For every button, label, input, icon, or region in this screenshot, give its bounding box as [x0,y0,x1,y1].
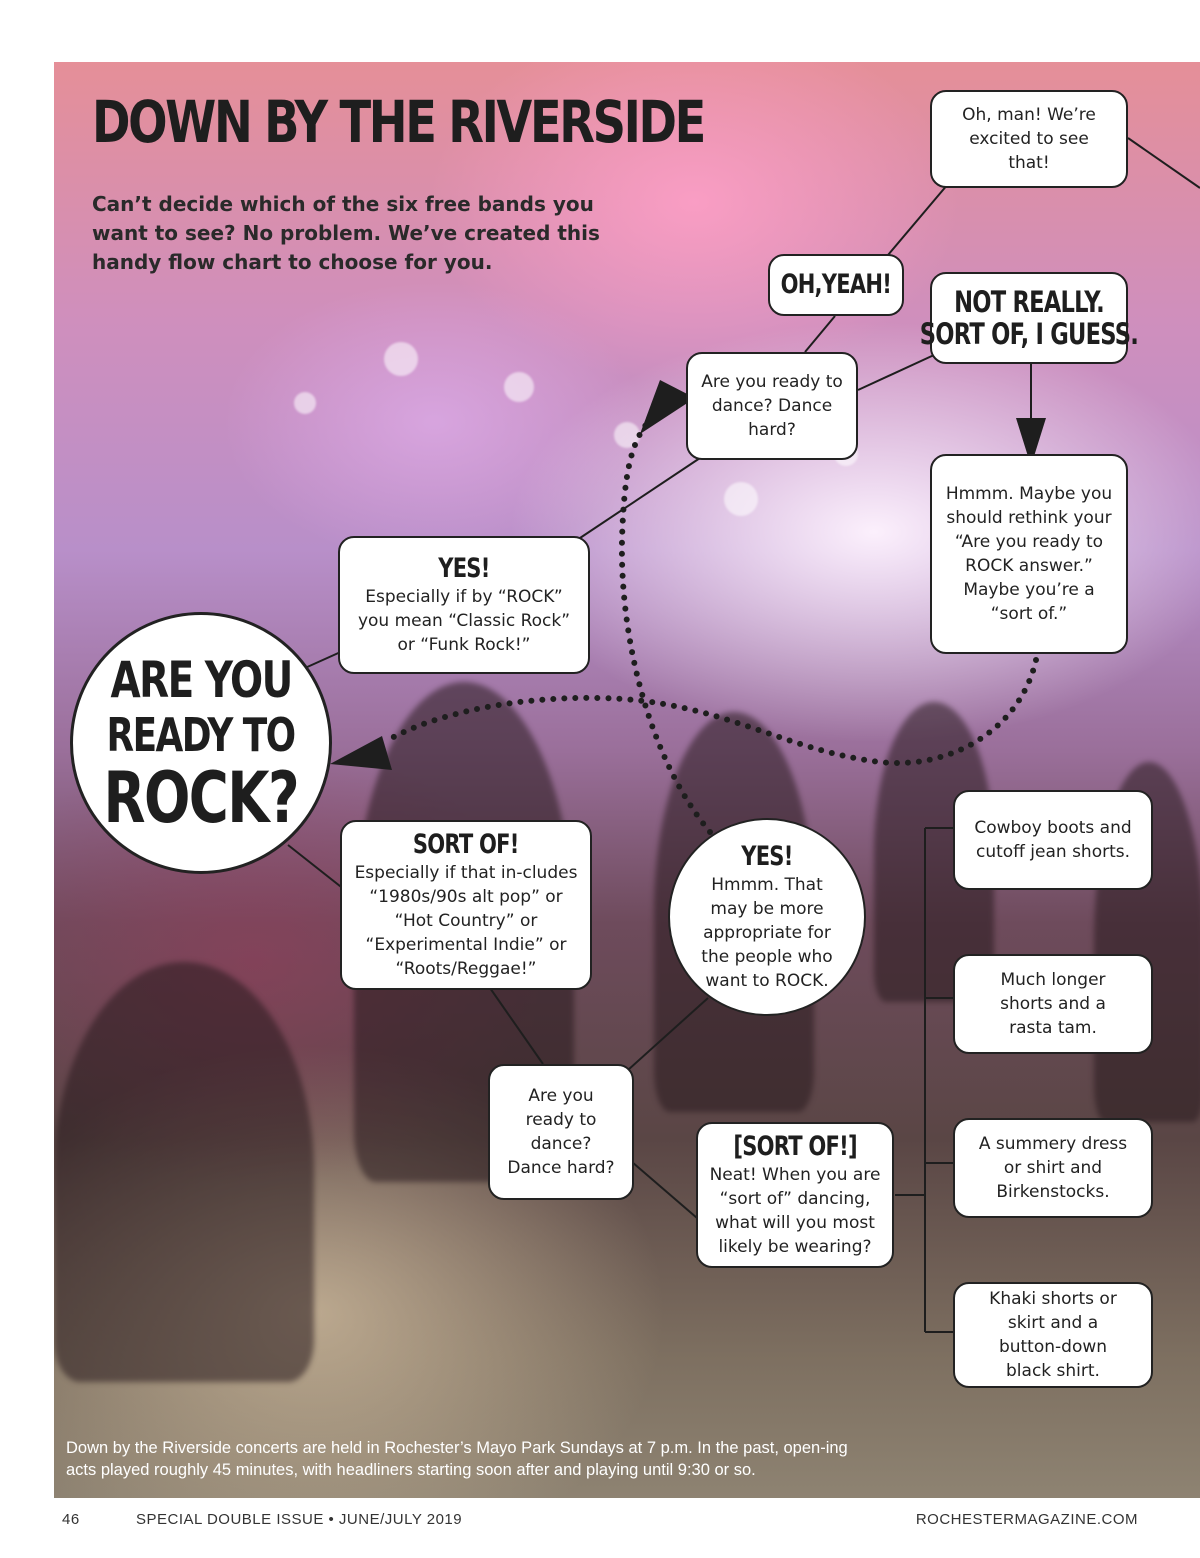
dotted-arrow-rethink-to-start [385,660,1036,763]
connector-excited-offpage [1128,138,1200,188]
answer-yes-rock-head: YES! [438,553,489,585]
website-label: ROCHESTERMAGAZINE.COM [916,1511,1138,1528]
footer-note: Down by the Riverside concerts are held … [66,1437,856,1481]
start-line-1: ARE YOU [110,652,291,708]
answer-oh-yeah-head: OH,YEAH! [781,269,891,301]
question-dance-top: Are you ready to dance? Dance hard? [686,352,858,460]
answer-yes-rock: YES! Especially if by “ROCK” you mean “C… [338,536,590,674]
question-dance-top-text: Are you ready to dance? Dance hard? [697,370,847,442]
outfit-option: A summery dress or shirt and Birkenstock… [953,1118,1153,1218]
answer-sort-of-rock: SORT OF! Especially if that in-cludes “1… [340,820,592,990]
answer-sort-of-dance-head: [SORT OF!] [733,1131,856,1163]
result-excited-text: Oh, man! We’re excited to see that! [954,103,1104,175]
connector-dance-bottom-to-yes-dance [628,998,708,1070]
question-dance-bottom: Are you ready to dance? Dance hard? [488,1064,634,1200]
outfit-option-text: Much longer shorts and a rasta tam. [988,968,1118,1040]
outfit-option: Khaki shorts or skirt and a button-down … [953,1282,1153,1388]
outfit-option-text: A summery dress or shirt and Birkenstock… [968,1132,1138,1204]
connector-dance-bottom-to-sort-of-dance [632,1162,697,1218]
answer-sort-of-dance: [SORT OF!] Neat! When you are “sort of” … [696,1122,894,1268]
answer-yes-dance-circle: YES! Hmmm. That may be more appropriate … [668,818,866,1016]
outfit-option-text: Khaki shorts or skirt and a button-down … [978,1287,1128,1383]
answer-not-really-line-2: SORT OF, I GUESS. [920,318,1138,350]
answer-sort-of-rock-head: SORT OF! [413,829,519,861]
start-line-3: ROCK? [104,762,299,834]
outfit-option-text: Cowboy boots and cutoff jean shorts. [963,816,1143,864]
answer-not-really: NOT REALLY. SORT OF, I GUESS. [930,272,1128,364]
connector-sort-of-to-dance-bottom [490,988,543,1064]
answer-sort-of-dance-text: Neat! When you are “sort of” dancing, wh… [705,1163,885,1259]
connector-start-to-sort-of [288,845,345,890]
result-rethink: Hmmm. Maybe you should rethink your “Are… [930,454,1128,654]
result-excited: Oh, man! We’re excited to see that! [930,90,1128,188]
issue-label: SPECIAL DOUBLE ISSUE • JUNE/JULY 2019 [136,1511,462,1528]
connector-dance-top-to-oh-yeah [805,316,835,352]
connector-yes-to-dance-top [580,458,700,538]
page-number: 46 [62,1511,80,1528]
question-dance-bottom-text: Are you ready to dance? Dance hard? [506,1084,616,1180]
result-rethink-text: Hmmm. Maybe you should rethink your “Are… [942,482,1117,626]
start-question-circle: ARE YOU READY TO ROCK? [70,612,332,874]
answer-not-really-line-1: NOT REALLY. [954,286,1104,318]
answer-oh-yeah: OH,YEAH! [768,254,904,316]
outfit-option: Much longer shorts and a rasta tam. [953,954,1153,1054]
connector-oh-yeah-to-excited [888,184,948,255]
outfit-option: Cowboy boots and cutoff jean shorts. [953,790,1153,890]
connector-dance-top-to-not-really [858,355,934,390]
answer-yes-rock-text: Especially if by “ROCK” you mean “Classi… [357,585,572,657]
answer-sort-of-rock-text: Especially if that in-cludes “1980s/90s … [354,861,579,981]
answer-yes-dance-text: Hmmm. That may be more appropriate for t… [692,873,842,993]
arrowhead-start [330,736,392,770]
start-line-2: READY TO [107,708,295,762]
answer-yes-dance-head: YES! [741,841,792,873]
